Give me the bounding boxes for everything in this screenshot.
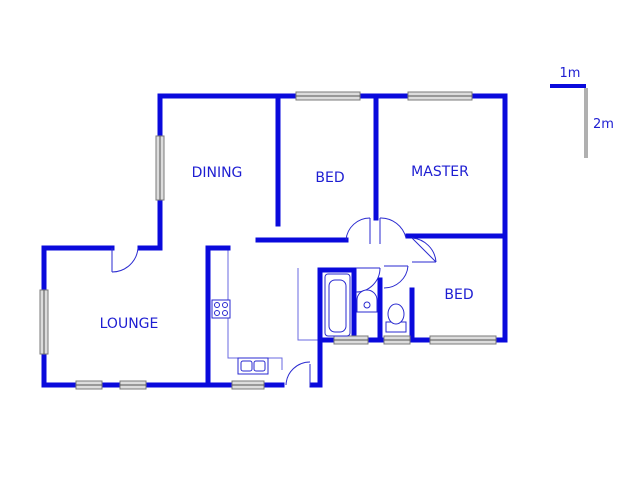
toilet	[385, 303, 407, 333]
door-master	[379, 217, 407, 244]
window-master-top	[407, 91, 473, 101]
door-bed	[345, 217, 371, 244]
scale-label-vertical: 2m	[593, 117, 614, 132]
door-bed2	[411, 237, 437, 263]
kitchen-sink	[237, 357, 269, 375]
stove	[211, 299, 231, 319]
door-entrance	[285, 361, 311, 386]
window-wc-bottom	[383, 335, 411, 345]
scale-label-horizontal: 1m	[560, 66, 581, 81]
room-label-master: MASTER	[411, 164, 469, 180]
door-wc	[383, 265, 409, 289]
doors	[111, 217, 437, 386]
window-bath-bottom	[333, 335, 369, 345]
room-label-lounge: LOUNGE	[100, 316, 159, 332]
window-lounge-left	[39, 289, 49, 355]
window-dining-left	[155, 135, 165, 201]
window-bed2-bottom	[429, 335, 497, 345]
basin	[356, 289, 378, 313]
room-label-bed-2: BED	[444, 287, 473, 303]
room-label-bed: BED	[315, 170, 344, 186]
kitchen-counter	[227, 248, 320, 370]
scale-bar: 1m 2m	[550, 66, 614, 158]
wall-bath-left	[317, 267, 357, 388]
wall-top-master	[375, 93, 508, 343]
room-label-dining: DINING	[192, 165, 243, 181]
window-kitchen-bottom	[231, 380, 265, 390]
window-lounge-bottom-1	[75, 380, 103, 390]
door-bath	[355, 267, 381, 293]
window-lounge-bottom-2	[119, 380, 147, 390]
bathtub	[324, 273, 351, 337]
door-lounge	[111, 247, 139, 273]
window-bed-top	[295, 91, 361, 101]
windows	[39, 91, 497, 390]
